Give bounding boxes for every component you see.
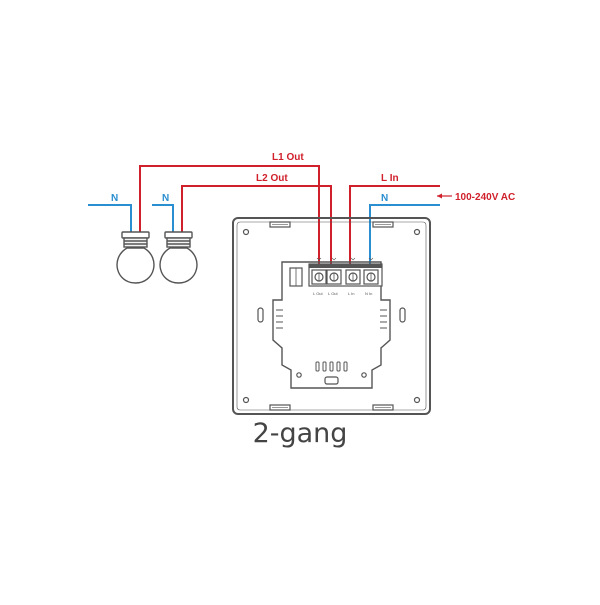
neutral-bulb1-wire (88, 204, 132, 232)
l2-out-label: L2 Out (256, 173, 288, 184)
mounting-clip (372, 404, 394, 411)
neutral-label-bulb2: N (162, 193, 169, 204)
screw-hole-icon (242, 396, 250, 404)
terminal-screw-icon (311, 269, 327, 285)
terminal-label: L In (348, 291, 355, 296)
terminal-label: L Out (328, 291, 339, 296)
terminal-screw-icon (345, 269, 361, 285)
side-ribs (276, 309, 387, 329)
mounting-clip (269, 221, 291, 228)
mounting-clip (269, 404, 291, 411)
light-bulb-icon (116, 231, 155, 284)
diagram-caption: 2-gang (252, 418, 348, 449)
screw-hole-icon (242, 228, 250, 236)
terminal-screw-icon (326, 269, 342, 285)
switch-device (232, 217, 431, 415)
vent-slots (315, 361, 348, 372)
terminal-screw-icon (363, 269, 379, 285)
screw-hole-icon (413, 396, 421, 404)
l-in-wire (349, 185, 440, 270)
terminal-label: N In (365, 291, 372, 296)
mark-dot (296, 372, 302, 378)
terminal-label: L Out (313, 291, 324, 296)
bottom-notch (324, 376, 339, 385)
side-slot (257, 307, 264, 323)
mounting-clip (372, 221, 394, 228)
terminal-symbols (316, 257, 374, 261)
mark-dot (361, 372, 367, 378)
supply-arrow-icon (437, 193, 452, 199)
l-in-label: L In (381, 173, 399, 184)
neutral-bulb2-wire (152, 204, 174, 232)
inner-body (272, 261, 391, 389)
light-bulb-icon (159, 231, 198, 284)
l2-out-wire (181, 185, 332, 270)
voltage-label: 100-240V AC (455, 192, 515, 203)
side-slot (399, 307, 406, 323)
neutral-label-supply: N (381, 193, 388, 204)
screw-hole-icon (413, 228, 421, 236)
neutral-label-bulb1: N (111, 193, 118, 204)
l1-out-label: L1 Out (272, 152, 304, 163)
terminal-block (289, 263, 383, 287)
neutral-in-wire (369, 204, 440, 270)
